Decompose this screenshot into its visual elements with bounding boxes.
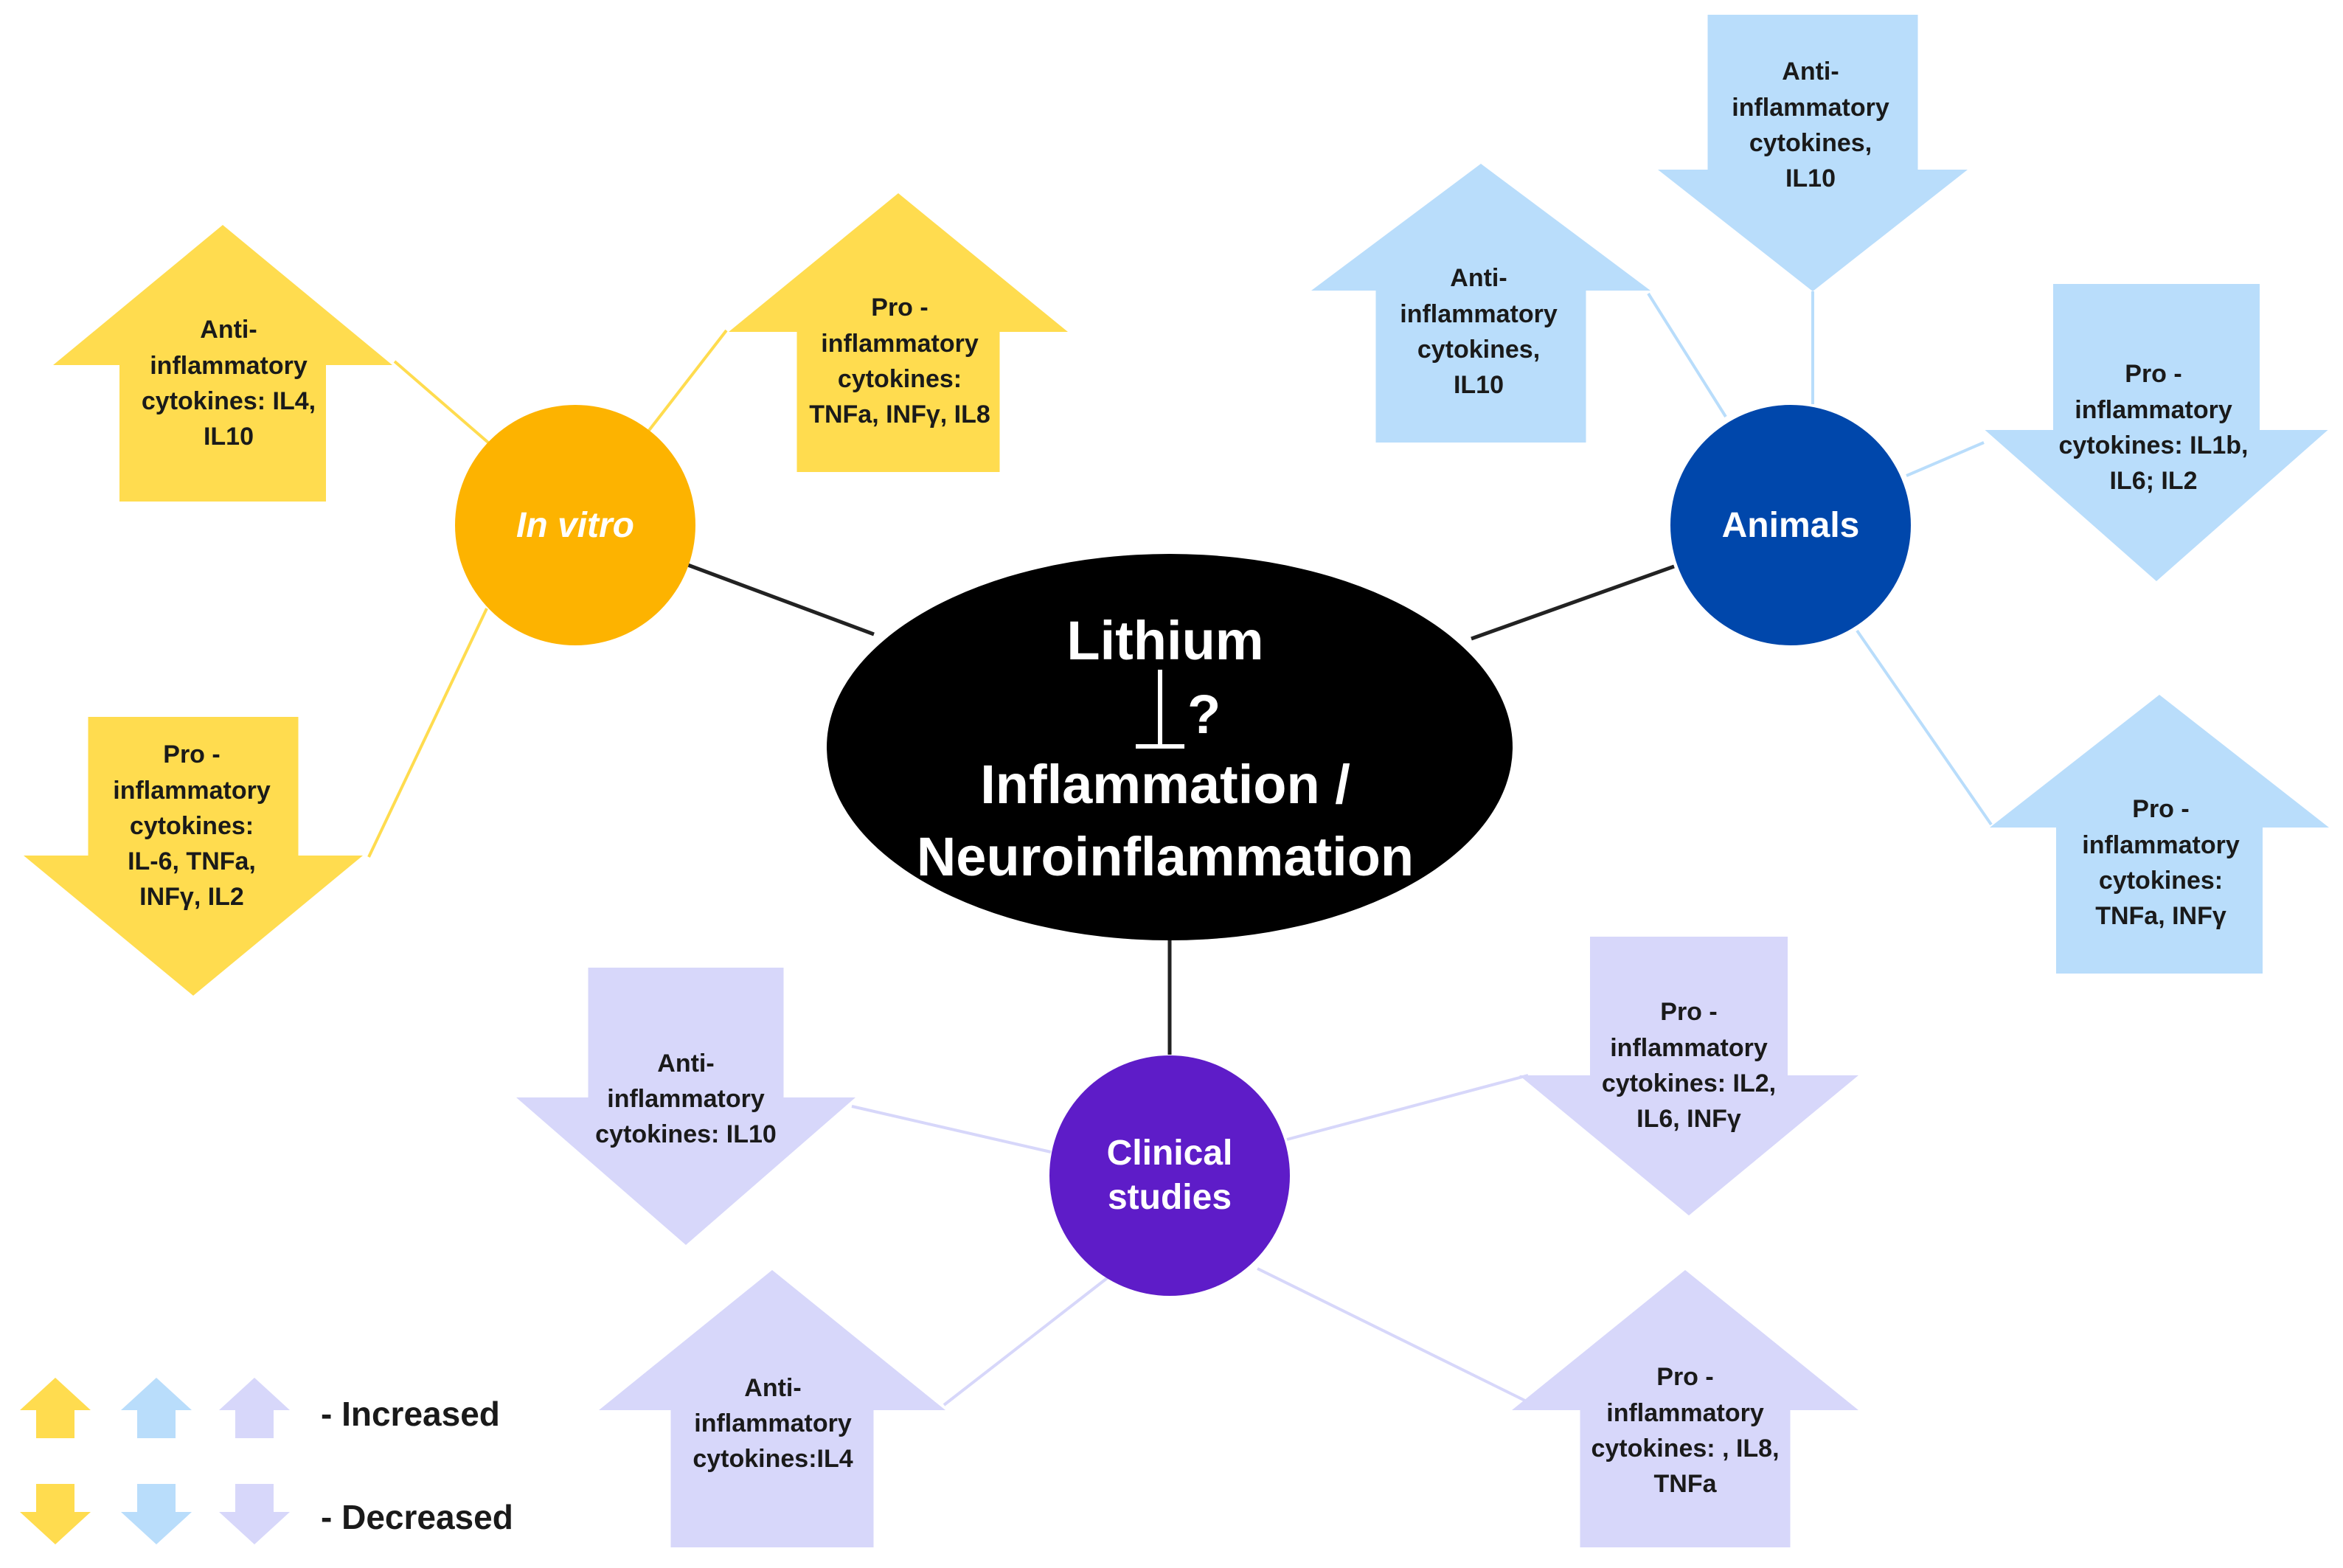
hub-in-vitro xyxy=(455,405,695,645)
arrow-up-cl-up-anti xyxy=(599,1270,945,1547)
connector-animals xyxy=(1471,564,1675,641)
branch-lines-in-vitro xyxy=(367,329,728,858)
center-title-inflammation: Inflammation / xyxy=(980,754,1350,815)
connector-in-vitro xyxy=(685,562,875,636)
arrow-text-animals-up-anti: Anti- inflammatory cytokines, IL10 xyxy=(1400,264,1558,400)
arrow-down-an-down-anti xyxy=(1658,15,1968,291)
arrow-text-animals-down-pro: Pro - inflammatory cytokines: IL1b, IL6;… xyxy=(2058,360,2249,496)
arrow-text-animals-up-pro: Pro - inflammatory cytokines: TNFa, INFγ xyxy=(2082,795,2240,931)
arrow-down-cl-down-pro xyxy=(1519,937,1858,1215)
legend-down-arrow-animals xyxy=(121,1484,192,1544)
hub-connectors xyxy=(685,562,1675,1055)
center-question-mark: ? xyxy=(1187,684,1221,745)
legend xyxy=(20,1378,290,1544)
legend-down-arrow-clinical xyxy=(219,1484,290,1544)
hub-label-in-vitro: In vitro xyxy=(516,505,634,545)
inhibition-symbol xyxy=(1136,670,1184,749)
legend-up-arrow-clinical xyxy=(219,1378,290,1438)
legend-up-arrow-animals xyxy=(121,1378,192,1438)
arrow-text-animals-down-anti: Anti- inflammatory cytokines, IL10 xyxy=(1732,58,1889,193)
arrow-text-in-vitro-down-pro: Pro - inflammatory cytokines: IL-6, TNFa… xyxy=(113,740,271,912)
legend-down-arrow-in-vitro xyxy=(20,1484,91,1544)
branch-lines-clinical xyxy=(851,1074,1535,1406)
arrow-down-iv-down-pro xyxy=(24,717,363,996)
hub-animals xyxy=(1670,405,1911,645)
arrow-down-an-down-pro xyxy=(1985,284,2328,581)
arrow-up-an-up-pro xyxy=(1990,695,2329,974)
arrow-up-an-up-anti xyxy=(1311,164,1650,443)
arrow-text-clinical-up-anti: Anti- inflammatory cytokines:IL4 xyxy=(693,1373,853,1474)
hub-clinical xyxy=(1049,1055,1290,1296)
legend-increased-label: - Increased xyxy=(321,1395,500,1433)
legend-up-arrow-in-vitro xyxy=(20,1378,91,1438)
arrow-text-in-vitro-up-pro: Pro - inflammatory cytokines: TNFa, INFγ… xyxy=(809,294,990,429)
hub-label-clinical: Clinical studies xyxy=(1106,1134,1233,1217)
arrows-layer xyxy=(24,15,2329,1547)
legend-decreased-label: - Decreased xyxy=(321,1498,513,1536)
arrow-down-cl-down-anti xyxy=(516,968,855,1245)
arrow-up-iv-up-pro xyxy=(729,193,1068,472)
arrow-text-clinical-down-anti: Anti- inflammatory cytokines: IL10 xyxy=(595,1049,777,1149)
center-title-neuroinflammation: Neuroinflammation xyxy=(916,826,1415,887)
branch-lines-animals xyxy=(1647,291,1993,826)
arrow-up-iv-up-anti xyxy=(53,225,392,502)
hub-label-animals: Animals xyxy=(1721,505,1860,545)
arrow-text-clinical-up-pro: Pro - inflammatory cytokines: , IL8, TNF… xyxy=(1591,1363,1780,1499)
arrow-text-in-vitro-up-anti: Anti- inflammatory cytokines: IL4, IL10 xyxy=(141,316,316,451)
arrow-text-clinical-down-pro: Pro - inflammatory cytokines: IL2, IL6, … xyxy=(1601,998,1777,1134)
arrow-up-cl-up-pro xyxy=(1512,1270,1858,1547)
center-title-lithium: Lithium xyxy=(1066,610,1264,671)
